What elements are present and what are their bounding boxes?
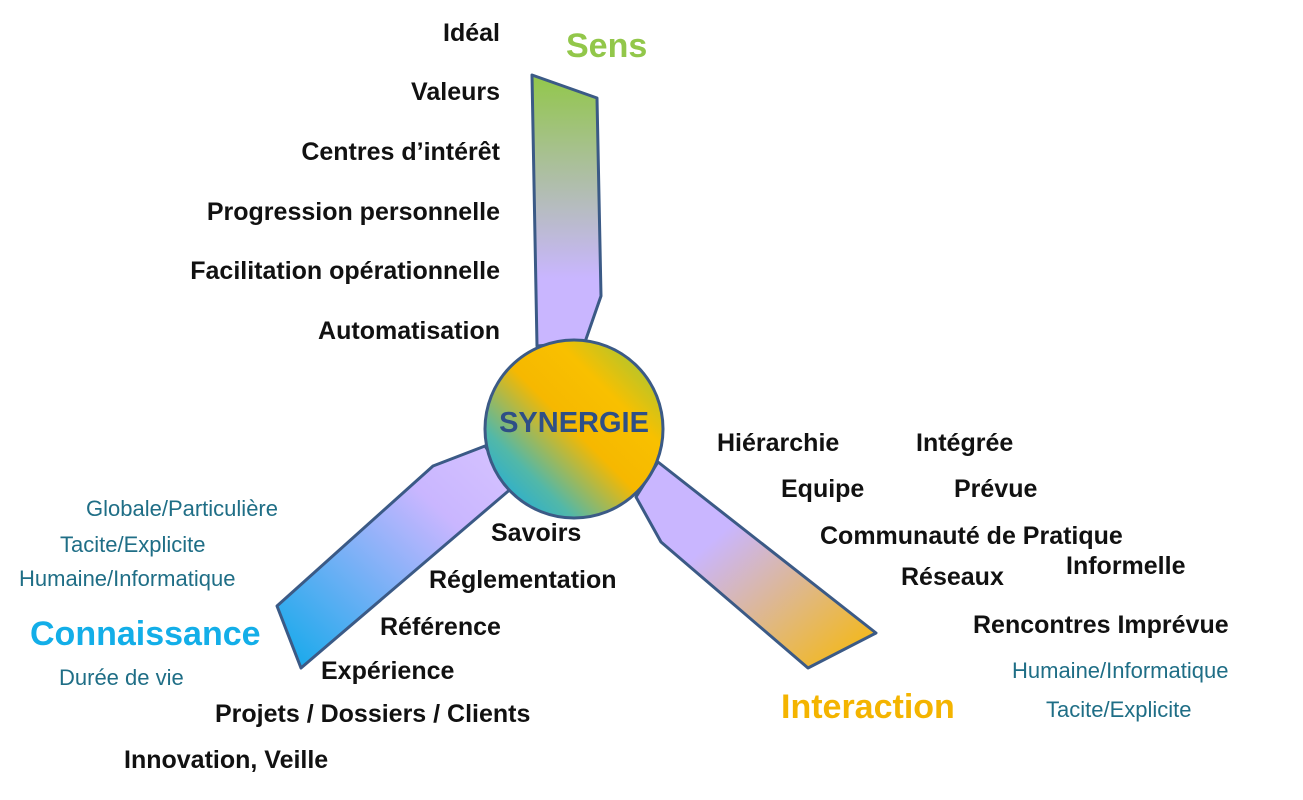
sens-item-ideal: Idéal <box>443 19 500 47</box>
conn-item-reference: Référence <box>380 613 501 641</box>
conn-soft-duree: Durée de vie <box>59 665 184 690</box>
sens-arm <box>530 73 603 348</box>
sens-item-facilitation: Facilitation opérationnelle <box>190 257 500 285</box>
sens-item-valeurs: Valeurs <box>411 78 500 106</box>
conn-item-experience: Expérience <box>321 657 455 685</box>
interaction-title: Interaction <box>781 688 955 726</box>
int-item-equipe: Equipe <box>781 475 865 503</box>
sens-item-automatisation: Automatisation <box>318 317 500 345</box>
int-item-integree: Intégrée <box>916 429 1014 457</box>
int-soft-humaine: Humaine/Informatique <box>1012 658 1229 683</box>
int-item-communaute: Communauté de Pratique <box>820 522 1123 550</box>
synergie-circle <box>483 338 665 520</box>
conn-item-savoirs: Savoirs <box>491 519 582 547</box>
int-item-hierarchie: Hiérarchie <box>717 429 840 457</box>
conn-item-reglementation: Réglementation <box>429 566 617 594</box>
int-item-reseaux: Réseaux <box>901 563 1004 591</box>
conn-soft-tacite: Tacite/Explicite <box>60 532 206 557</box>
synergie-label: SYNERGIE <box>499 407 649 439</box>
conn-item-innovation: Innovation, Veille <box>124 746 329 774</box>
sens-item-progression: Progression personnelle <box>206 198 500 226</box>
sens-item-centres: Centres d’intérêt <box>301 138 500 166</box>
int-soft-tacite: Tacite/Explicite <box>1046 697 1192 722</box>
conn-soft-globale: Globale/Particulière <box>86 496 278 521</box>
connaissance-title: Connaissance <box>30 615 261 653</box>
conn-item-projets: Projets / Dossiers / Clients <box>215 700 531 728</box>
sens-title: Sens <box>566 27 648 65</box>
conn-soft-humaine: Humaine/Informatique <box>19 566 236 591</box>
int-item-informelle: Informelle <box>1066 552 1186 580</box>
int-item-rencontres: Rencontres Imprévue <box>973 611 1229 639</box>
int-item-prevue: Prévue <box>954 475 1038 503</box>
